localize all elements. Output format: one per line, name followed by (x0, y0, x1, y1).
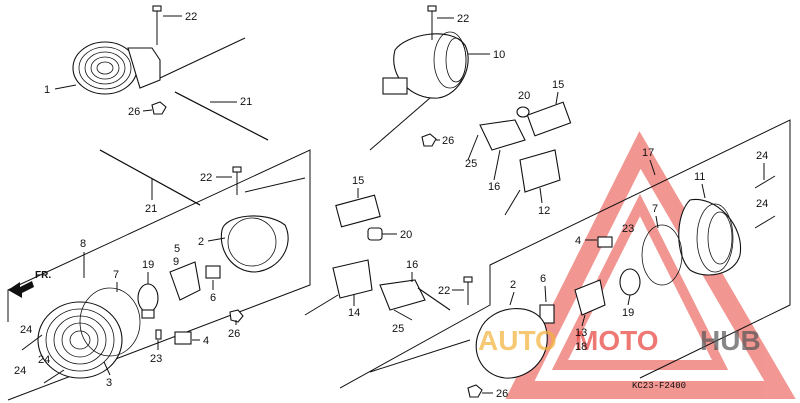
diagram-code: KC23-F2400 (632, 381, 686, 391)
part-label: 13 (575, 327, 587, 339)
part-label: 7 (113, 269, 119, 281)
part-label: 23 (622, 223, 634, 235)
part-label: 24 (20, 324, 32, 336)
part-label: 20 (518, 90, 530, 102)
left-panel-outline (7, 149, 311, 401)
part-label: 26 (228, 328, 240, 340)
part-label: 17 (642, 147, 654, 159)
part-label: 10 (493, 49, 505, 61)
part-label: 21 (240, 96, 252, 108)
part-label: 24 (14, 365, 26, 377)
lamp-housing-right (369, 308, 548, 379)
lens-left (37, 301, 123, 379)
gasket-right (641, 224, 683, 286)
front-left-winker-lamp (72, 5, 246, 95)
right-panel-outline (339, 119, 791, 389)
part-label: 2 (198, 236, 204, 248)
bolt-22-mid (463, 276, 473, 305)
part-label: 26 (128, 106, 140, 118)
part-label: 6 (540, 273, 546, 285)
part-label: 22 (200, 172, 212, 184)
lamp-housing-left (220, 215, 289, 273)
part-label: 14 (348, 307, 360, 319)
mount-shaft-lower (99, 149, 201, 206)
stay-16-mid (379, 279, 451, 311)
watermark-text-hub: HUB (700, 325, 761, 356)
screws-24-left (21, 334, 65, 384)
front-direction-label: FR. (35, 270, 51, 281)
lens-right (678, 198, 742, 276)
watermark-text-moto: MOTO (575, 325, 658, 356)
part-label: 18 (575, 341, 587, 353)
part-label: 26 (442, 135, 454, 147)
nut-26-bottom (467, 384, 483, 398)
part-label: 25 (392, 323, 404, 335)
part-label: 19 (142, 259, 154, 271)
part-label: 25 (465, 158, 477, 170)
socket-left (169, 261, 221, 301)
bolt-25-mid (393, 309, 413, 321)
small-parts-left (155, 309, 244, 345)
part-label: 4 (203, 335, 209, 347)
part-label: 15 (552, 79, 564, 91)
bulb-left (137, 283, 159, 319)
stay-16-top (467, 119, 526, 161)
part-label: 15 (352, 175, 364, 187)
part-label: 3 (106, 377, 112, 389)
part-label: 9 (173, 256, 179, 268)
rear-winker-lamp (369, 5, 469, 151)
part-label: 6 (210, 292, 216, 304)
front-direction-indicator: FR. (8, 270, 51, 298)
part-label: 2 (510, 279, 516, 291)
bracket-14 (304, 259, 373, 316)
socket-right (539, 279, 606, 324)
nut-26-top-left (151, 101, 167, 115)
cushion-15-mid (335, 194, 381, 228)
bracket-15-top (516, 101, 572, 137)
collar-20-mid (367, 227, 383, 241)
part-label: 8 (80, 238, 86, 250)
part-label: 16 (488, 181, 500, 193)
part-label: 12 (538, 205, 550, 217)
front-arrow-icon (8, 281, 34, 298)
bulb-right (619, 268, 641, 296)
bolt-22-mid-left (232, 166, 306, 195)
part-label: 24 (756, 150, 768, 162)
part-label: 24 (38, 354, 50, 366)
part-label: 22 (457, 13, 469, 25)
part-label: 26 (496, 388, 508, 400)
nut-26-top-right (421, 133, 437, 147)
part-label: 7 (652, 203, 658, 215)
clip-4-right (597, 236, 613, 248)
part-label: 4 (575, 235, 581, 247)
part-label: 21 (145, 203, 157, 215)
part-label: 5 (174, 243, 180, 255)
part-label: 23 (150, 353, 162, 365)
part-label: 19 (622, 307, 634, 319)
watermark-text-auto: AUTO (478, 325, 557, 356)
screws-24-right (754, 175, 776, 229)
part-label: 16 (406, 259, 418, 271)
part-label: 1 (44, 84, 50, 96)
part-label: 22 (185, 11, 197, 23)
part-label: 24 (756, 198, 768, 210)
part-label: 11 (694, 171, 705, 183)
gasket-left (79, 287, 141, 357)
mount-shaft-upper (174, 91, 269, 141)
part-labels: 22 1 21 26 22 21 8 2 5 9 19 7 6 26 4 23 … (14, 11, 768, 400)
part-label: 20 (400, 229, 412, 241)
part-label: 22 (438, 285, 450, 297)
bracket-12 (504, 149, 561, 216)
watermark-logo: AUTO MOTO HUB (478, 325, 761, 356)
